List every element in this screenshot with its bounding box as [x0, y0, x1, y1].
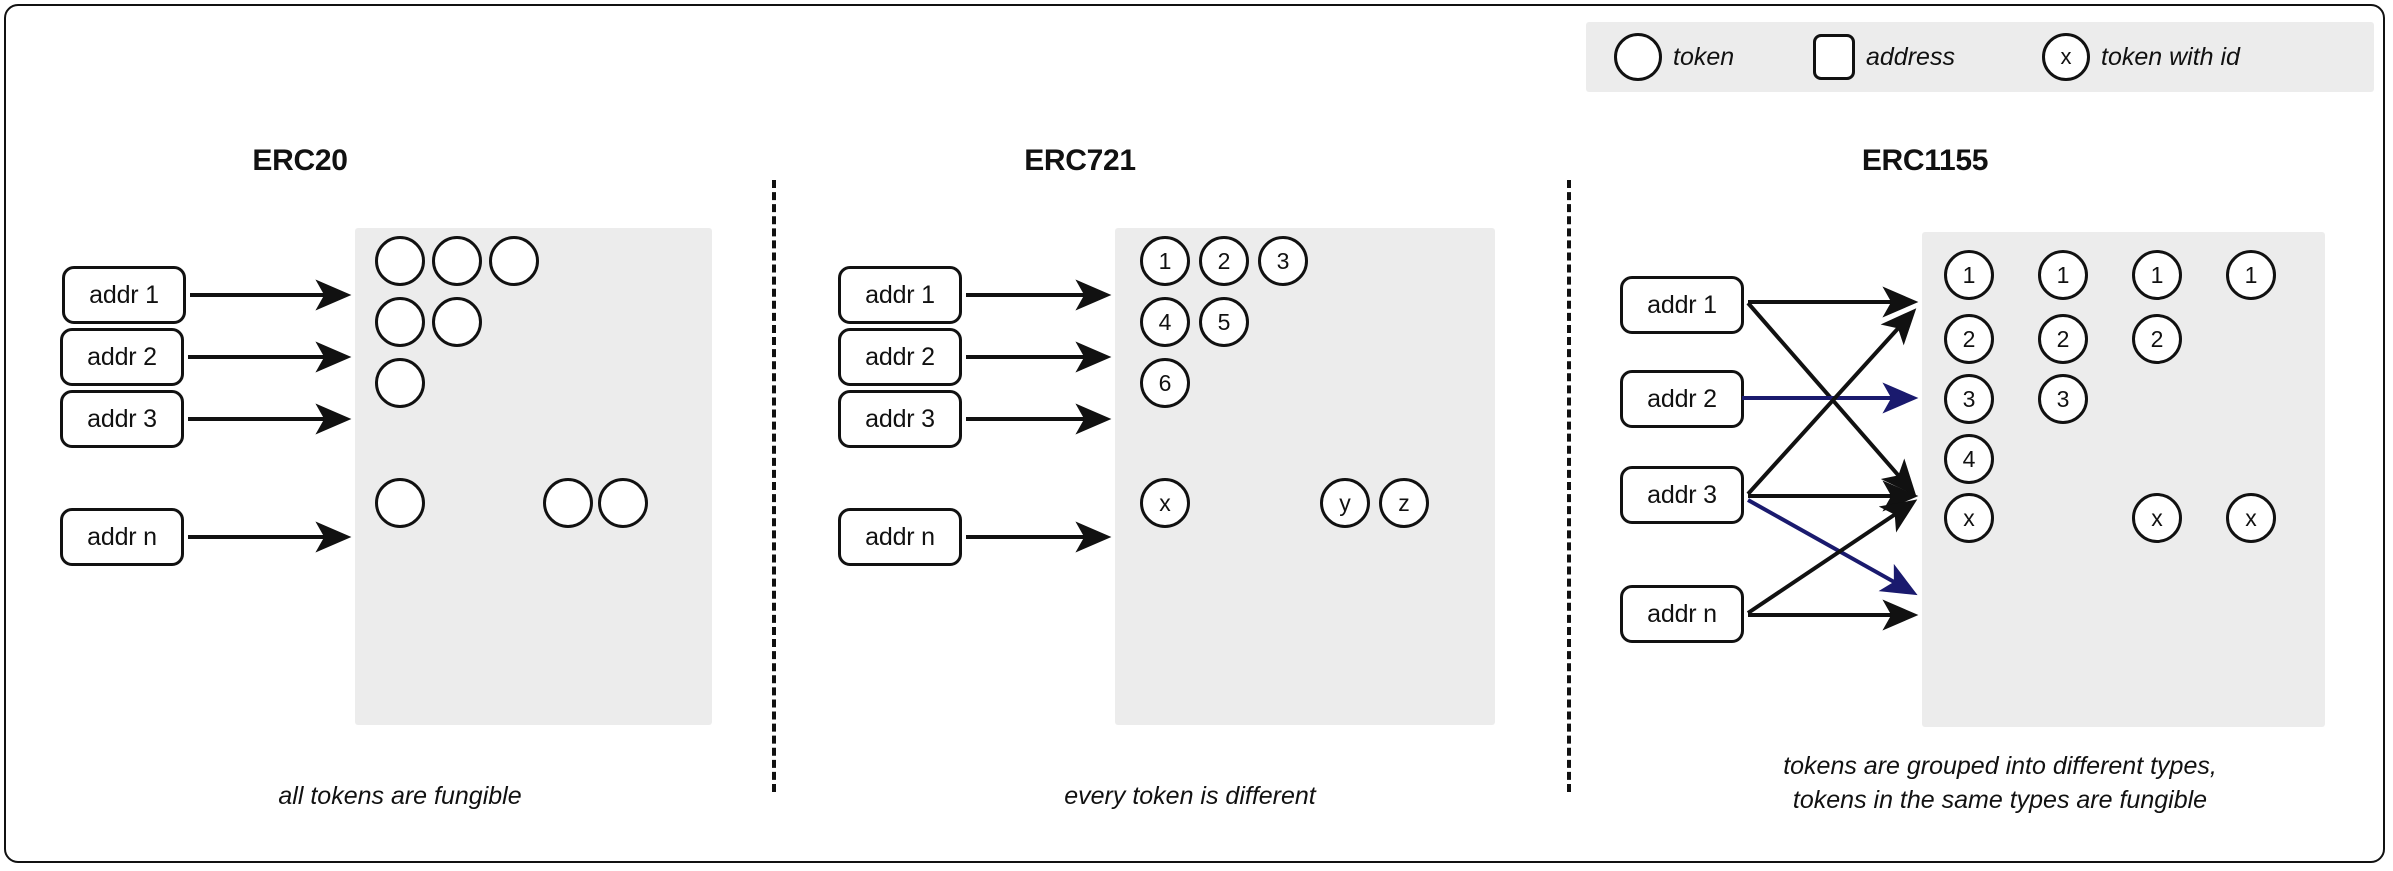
legend-panel: [1586, 22, 2374, 92]
erc20-addr-box-n[interactable]: addr n: [60, 508, 184, 566]
erc721-addr-label-1: addr 1: [865, 280, 935, 309]
erc1155-addr-label-n: addr n: [1647, 599, 1717, 628]
erc721-addr-box-3[interactable]: addr 3: [838, 390, 962, 448]
erc1155-addr-label-2: addr 2: [1647, 384, 1717, 413]
erc721-addr-box-1[interactable]: addr 1: [838, 266, 962, 324]
caption-erc1155: tokens are grouped into different types,…: [1670, 750, 2330, 818]
erc721-token-x: x: [1140, 478, 1190, 528]
erc721-token-y: y: [1320, 478, 1370, 528]
erc721-addr-box-2[interactable]: addr 2: [838, 328, 962, 386]
erc20-token-r4c3: [543, 478, 593, 528]
erc20-token-r3c1: [375, 358, 425, 408]
divider-erc721-erc1155: [1567, 180, 1571, 792]
erc1155-token-t3-c1: 3: [1944, 374, 1994, 424]
legend-item-token: token: [1614, 33, 1734, 81]
erc20-addr-label-3: addr 3: [87, 404, 157, 433]
erc1155-token-t4-c1: 4: [1944, 434, 1994, 484]
caption-erc721: every token is different: [1064, 782, 1316, 810]
erc20-token-r4c4: [598, 478, 648, 528]
erc1155-addr-box-1[interactable]: addr 1: [1620, 276, 1744, 334]
erc20-token-r1c2: [432, 236, 482, 286]
erc1155-token-t1-c1: 1: [1944, 250, 1994, 300]
erc20-addr-box-2[interactable]: addr 2: [60, 328, 184, 386]
erc1155-token-t1-c3: 1: [2132, 250, 2182, 300]
erc721-token-z: z: [1379, 478, 1429, 528]
erc1155-token-tx-c1: x: [1944, 493, 1994, 543]
erc721-token-3: 3: [1258, 236, 1308, 286]
caption-erc1155-line1: tokens are grouped into different types,: [1783, 752, 2217, 780]
erc721-addr-label-n: addr n: [865, 522, 935, 551]
legend-item-address: address: [1813, 34, 1955, 80]
erc1155-addr-box-n[interactable]: addr n: [1620, 585, 1744, 643]
erc1155-token-t3-c2: 3: [2038, 374, 2088, 424]
erc20-token-r4c1: [375, 478, 425, 528]
erc721-token-2: 2: [1199, 236, 1249, 286]
erc20-addr-box-3[interactable]: addr 3: [60, 390, 184, 448]
erc20-addr-box-1[interactable]: addr 1: [62, 266, 186, 324]
erc721-addr-label-2: addr 2: [865, 342, 935, 371]
erc20-addr-label-2: addr 2: [87, 342, 157, 371]
erc1155-token-tx-c4: x: [2226, 493, 2276, 543]
erc20-addr-label-1: addr 1: [89, 280, 159, 309]
erc1155-addr-box-2[interactable]: addr 2: [1620, 370, 1744, 428]
token-circle-icon: [1614, 33, 1662, 81]
erc721-token-4: 4: [1140, 297, 1190, 347]
erc1155-token-t1-c2: 1: [2038, 250, 2088, 300]
erc20-token-r1c3: [489, 236, 539, 286]
token-panel-erc1155: [1922, 232, 2325, 727]
erc1155-token-t2-c1: 2: [1944, 314, 1994, 364]
divider-erc20-erc721: [772, 180, 776, 792]
legend-item-token-with-id: x token with id: [2042, 33, 2240, 81]
legend-label-token-with-id: token with id: [2101, 42, 2240, 71]
erc20-token-r2c2: [432, 297, 482, 347]
erc1155-token-t2-c2: 2: [2038, 314, 2088, 364]
erc1155-token-t1-c4: 1: [2226, 250, 2276, 300]
erc20-token-r1c1: [375, 236, 425, 286]
caption-erc1155-line2: tokens in the same types are fungible: [1792, 785, 2208, 814]
erc721-addr-label-3: addr 3: [865, 404, 935, 433]
erc1155-addr-box-3[interactable]: addr 3: [1620, 466, 1744, 524]
erc1155-token-tx-c3: x: [2132, 493, 2182, 543]
erc20-addr-label-n: addr n: [87, 522, 157, 551]
section-title-erc1155: ERC1155: [1861, 144, 1989, 177]
section-title-erc20: ERC20: [252, 144, 348, 177]
erc1155-addr-label-1: addr 1: [1647, 290, 1717, 319]
erc721-token-6: 6: [1140, 358, 1190, 408]
erc1155-addr-label-3: addr 3: [1647, 480, 1717, 509]
erc1155-token-t2-c3: 2: [2132, 314, 2182, 364]
erc721-addr-box-n[interactable]: addr n: [838, 508, 962, 566]
section-title-erc721: ERC721: [1024, 144, 1136, 177]
legend-label-token: token: [1673, 42, 1735, 71]
erc721-token-1: 1: [1140, 236, 1190, 286]
caption-erc20: all tokens are fungible: [278, 782, 522, 810]
token-with-id-icon: x: [2042, 33, 2090, 81]
legend-label-address: address: [1866, 42, 1955, 71]
address-square-icon: [1813, 34, 1855, 80]
erc721-token-5: 5: [1199, 297, 1249, 347]
erc20-token-r2c1: [375, 297, 425, 347]
